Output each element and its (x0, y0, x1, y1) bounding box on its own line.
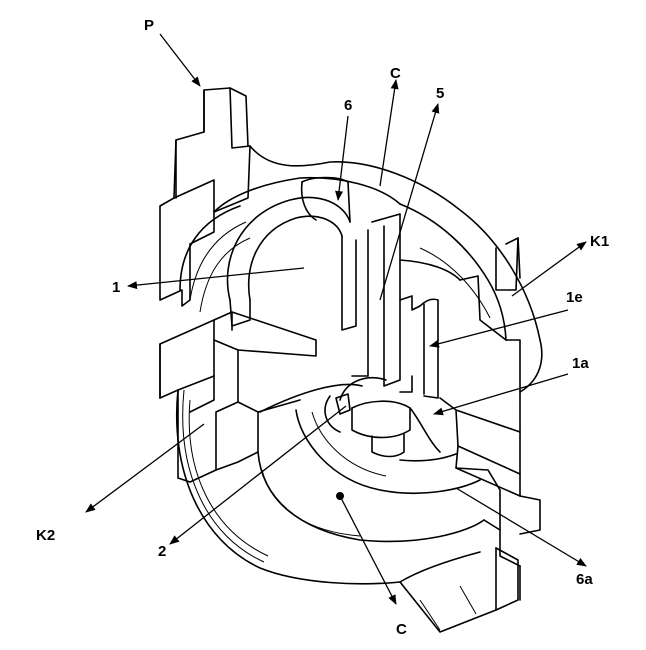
leader-1e (430, 310, 568, 346)
leader-K2 (86, 424, 204, 512)
label-6a: 6a (576, 571, 593, 588)
leader-6a (456, 488, 586, 566)
label-1a: 1a (572, 355, 589, 372)
label-K2: K2 (36, 527, 55, 544)
upper-shell (180, 146, 542, 392)
leader-1 (128, 268, 304, 286)
label-K1: K1 (590, 233, 609, 250)
inner-arch (228, 178, 369, 377)
label-1e: 1e (566, 289, 583, 306)
label-5: 5 (436, 85, 444, 102)
leader-lines (86, 34, 586, 604)
leader-5 (380, 104, 438, 300)
label-6: 6 (344, 97, 352, 114)
labels: P 6 C 5 K1 1 1e 1a K2 2 6a C (36, 17, 609, 638)
label-1: 1 (112, 279, 120, 296)
leader-1a (434, 374, 568, 414)
inner-wall-right (372, 214, 460, 398)
label-C-bottom: C (396, 621, 407, 638)
label-2: 2 (158, 543, 166, 560)
leader-6 (338, 116, 348, 200)
leader-P (160, 34, 200, 86)
label-P: P (144, 17, 154, 34)
leader-C-bottom (340, 496, 396, 604)
flange-k1 (440, 238, 520, 496)
leader-K1 (512, 242, 586, 296)
label-C-top: C (390, 65, 401, 82)
